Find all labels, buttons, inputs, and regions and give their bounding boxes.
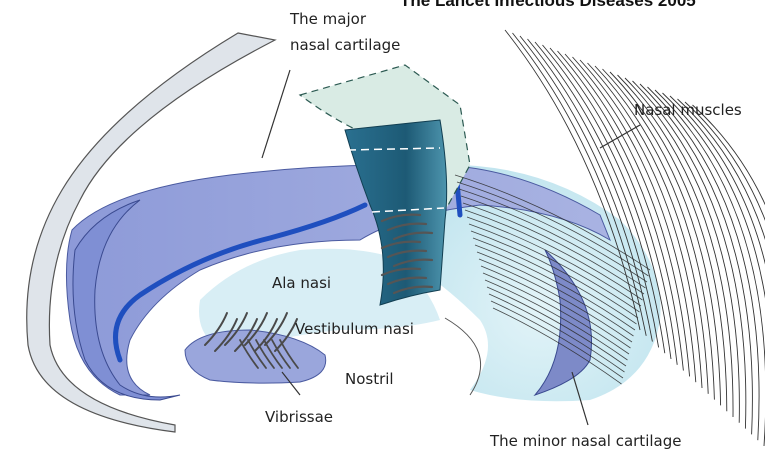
muscle-fiber — [670, 96, 765, 455]
label-nasal-muscles: Nasal muscles — [634, 101, 742, 119]
muscle-fiber — [693, 105, 765, 455]
label-major-cartilage-line2: nasal cartilage — [290, 36, 400, 54]
muscle-fiber — [633, 81, 746, 429]
label-vibrissae: Vibrissae — [265, 408, 333, 426]
label-nostril: Nostril — [345, 370, 394, 388]
leader-major-cartilage — [262, 70, 290, 158]
source-header: The Lancet Infectious Diseases 2005 — [400, 0, 765, 11]
label-major-cartilage-line1: The major — [290, 10, 366, 28]
label-vestibulum-nasi: Vestibulum nasi — [295, 320, 414, 338]
muscle-fiber — [678, 99, 765, 455]
label-minor-cartilage: The minor nasal cartilage — [490, 432, 681, 450]
muscle-fiber — [655, 90, 765, 446]
label-ala-nasi: Ala nasi — [272, 274, 331, 292]
